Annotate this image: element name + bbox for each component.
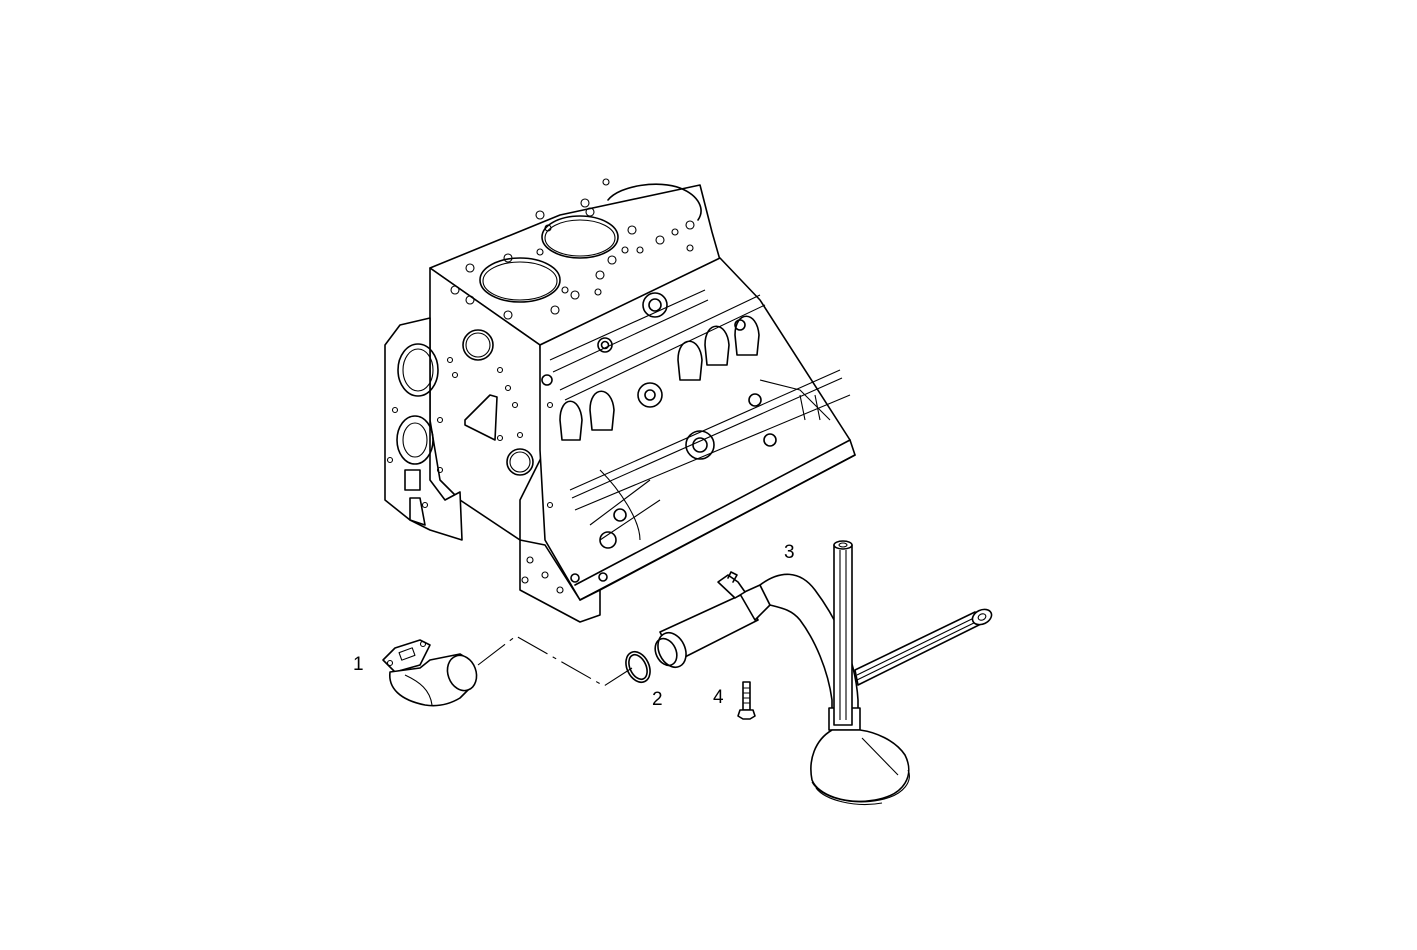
part-1-elbow	[382, 639, 478, 707]
part-3-suction-pipe	[654, 540, 993, 806]
callout-2: 2	[652, 689, 663, 710]
callout-1: 1	[353, 654, 364, 675]
leader-line	[477, 635, 633, 687]
engine-block	[384, 178, 856, 623]
callout-4: 4	[713, 687, 724, 708]
part-4-bolt	[737, 681, 756, 720]
part-2-o-ring	[625, 650, 651, 684]
callout-3: 3	[784, 542, 795, 563]
